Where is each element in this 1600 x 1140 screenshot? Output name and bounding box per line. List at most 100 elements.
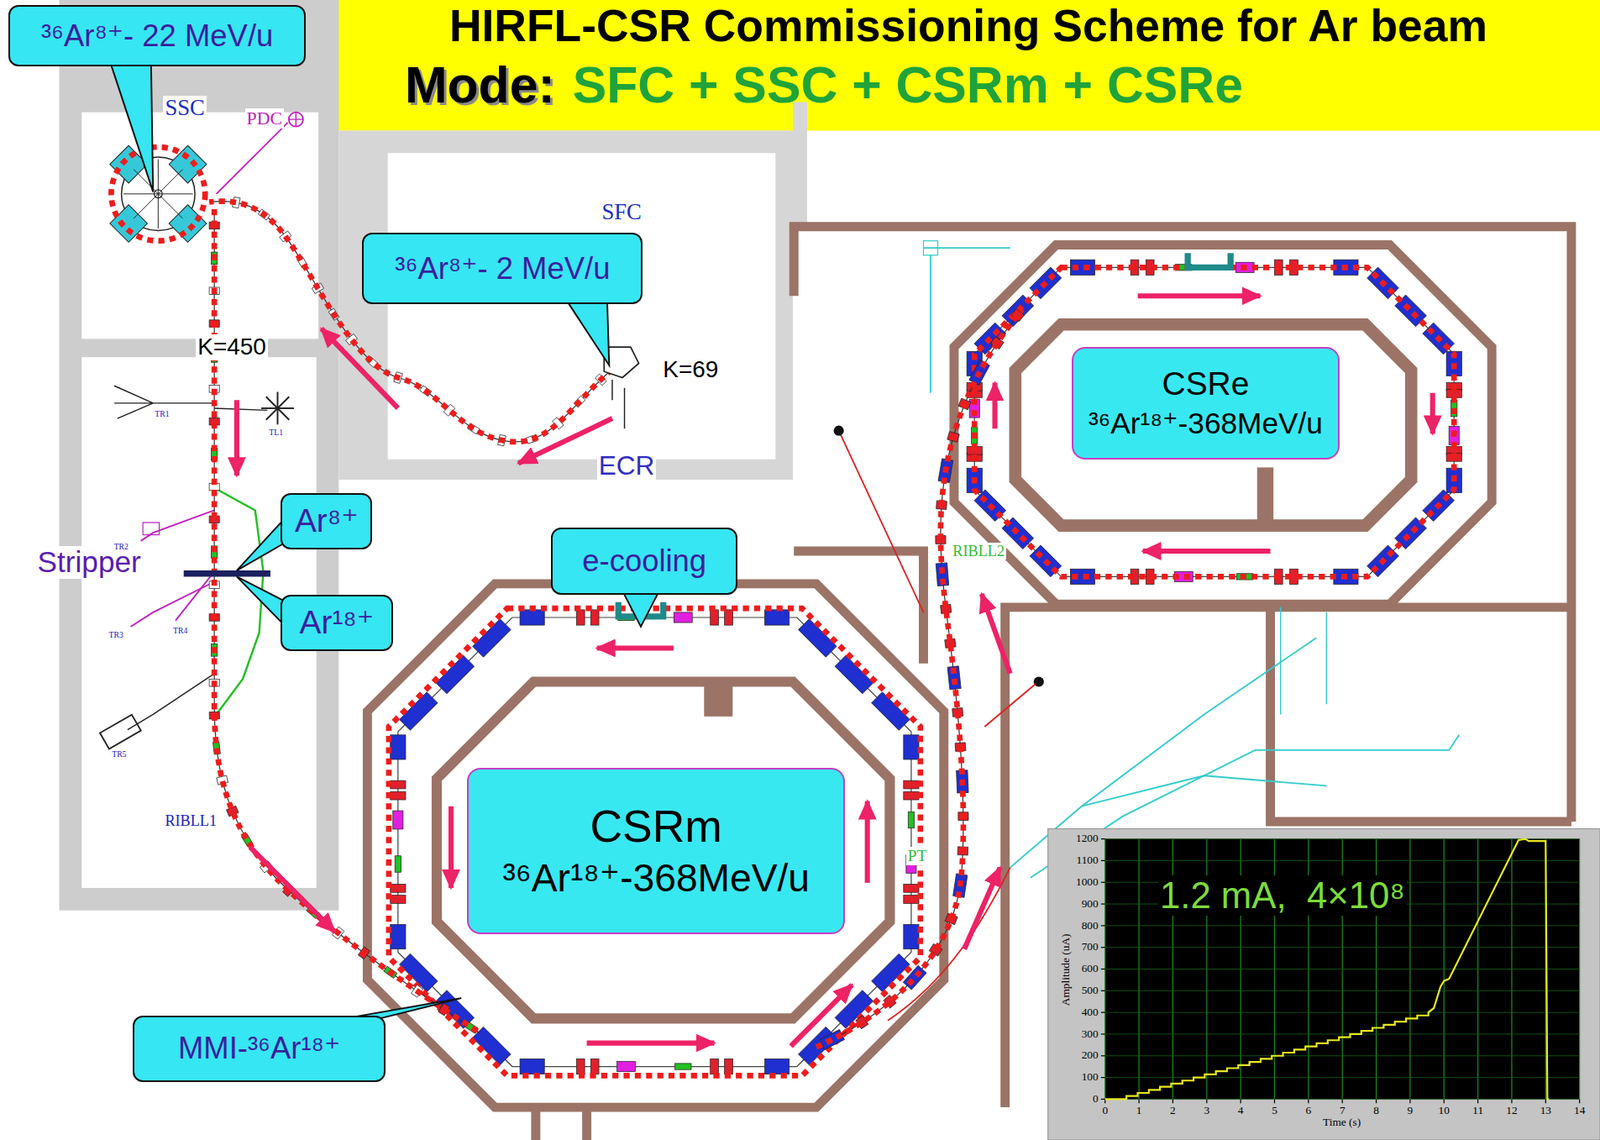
target-dot [834,425,845,436]
callout-text: ³⁶Ar⁸⁺- 2 MeV/u [394,251,610,287]
ssc-spoke [133,194,158,219]
mode-value: SFC + SSC + CSRm + CSRe [571,57,1245,114]
tick-mark [1101,924,1106,926]
tick-mark [1375,1098,1377,1103]
flow-arrow [321,328,399,409]
beamline-name: RIBLL2 [950,542,1007,560]
grid-line [1105,924,1580,926]
hall-floor [81,112,319,340]
quadrupole-magnet [390,884,406,893]
dipole-magnet [435,655,475,694]
beamline-elements [209,196,1024,1050]
tick-mark [1101,1033,1106,1034]
grid-line [1105,990,1580,992]
machine-name: PDC [245,108,285,129]
kicker-magnet [393,810,404,829]
tl1-symbol [277,396,289,409]
terminal-name: TR5 [110,750,128,760]
hall-wall [793,226,1572,822]
callout-box: MMI-³⁶Ar¹⁸⁺ [132,1015,386,1082]
flow-arrow [865,801,871,883]
wall-notch [1257,466,1274,520]
terminal-name: TR4 [171,626,189,636]
axis-tick-label: 500 [1080,984,1101,997]
axis-tick-label: 3 [1201,1104,1212,1118]
quadrupole-magnet [590,609,599,625]
dipole-magnet [765,609,790,625]
tick-mark [1101,990,1106,992]
building-ground [59,0,340,911]
axis-title: Amplitude (uA) [1059,931,1072,1008]
tl1-symbol [277,408,289,420]
axis-title: Time (s) [1321,1116,1363,1129]
mode-label: Mode: [403,57,557,114]
chart-annotation: 1.2 mA, 4×10⁸ [1158,875,1407,916]
axis-tick-label: 100 [1080,1070,1101,1084]
tr1-line [114,385,215,419]
tr5-symbol [99,714,142,750]
flow-arrow [587,1040,715,1046]
corrector-magnet [675,1063,692,1070]
axis-tick-label: 800 [1080,919,1101,933]
beam-orbit [974,267,1454,577]
tick-mark [1307,1098,1309,1103]
axis-tick-label: 11 [1470,1104,1485,1118]
building-ground [338,131,793,480]
tick-mark [1342,1098,1343,1103]
cyan-element [923,241,938,256]
terminal-name: TR3 [107,630,126,640]
quadrupole-magnet [590,1058,599,1074]
callout-text: e-cooling [582,543,707,579]
ssc-spoke [157,194,159,229]
csrm-inner-wall [436,681,890,1019]
callout-pointer [236,576,285,625]
ssc-spoke [157,194,183,219]
callout-pointer [622,590,660,627]
callout-text: Ar⁸⁺ [294,502,359,541]
tick-mark [1101,1012,1106,1013]
flow-arrow [981,593,1011,674]
flow-arrow [1138,293,1261,299]
tick-mark [1101,1076,1106,1078]
quadrupole-magnet [576,1058,585,1074]
beamline-name: PT [906,846,929,865]
tl1-symbol [261,407,278,410]
axis-tick-label: 600 [1080,962,1101,976]
axis-tick-label: 0 [1091,1092,1101,1106]
hall-wall [793,550,924,664]
beamline-axis [816,309,1023,1047]
ecr-line [612,379,625,429]
tick-mark [1101,902,1106,904]
tr5-line [127,673,215,730]
tick-mark [1101,946,1106,948]
quadrupole-magnet [903,791,919,800]
beam-path [214,209,480,1033]
pdc-symbol [288,112,304,127]
axis-tick-label: 400 [1080,1006,1101,1019]
quadrupole-magnet [724,1058,734,1074]
beam-path [816,309,1023,1047]
ssc-spoke [157,159,159,195]
flow-arrow [1143,548,1271,554]
callout-text: MMI-³⁶Ar¹⁸⁺ [178,1030,341,1066]
flow-arrow [1430,393,1436,435]
ring-name: CSRe [1162,365,1250,404]
flow-arrow [234,399,240,476]
tl1-symbol [277,392,279,409]
tick-mark [1101,1054,1106,1056]
axis-tick-label: 0 [1100,1104,1110,1118]
tick-mark [1579,1098,1580,1103]
cyan-line [923,247,1010,394]
grid-line [1105,838,1580,840]
tl1-line [214,408,268,410]
tick-mark [1172,1098,1174,1103]
callout-box: Ar⁸⁺ [280,493,373,550]
tick-mark [1545,1098,1547,1103]
callout-box: ³⁶Ar⁸⁺- 22 MeV/u [8,5,307,67]
k-value: K=450 [195,334,268,361]
grid-line [1105,1054,1580,1056]
tl1-symbol [277,408,279,425]
flow-arrow [791,984,853,1046]
ring-orbit [398,617,912,1067]
terminal-name: TR2 [112,542,131,552]
